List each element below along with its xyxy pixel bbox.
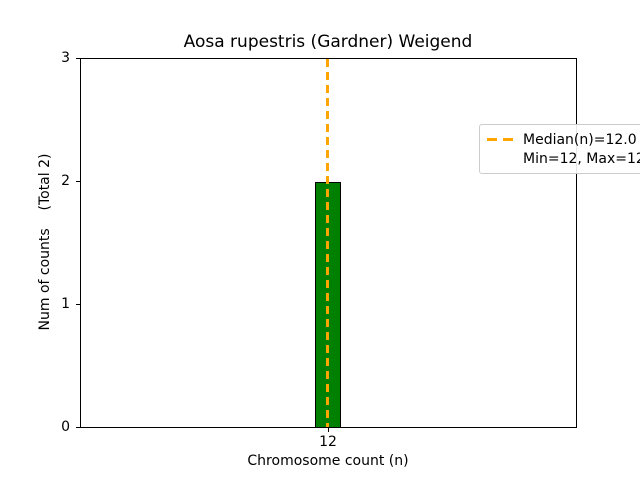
chart-title: Aosa rupestris (Gardner) Weigend <box>183 32 473 52</box>
ytick-label-1: 1 <box>61 296 70 312</box>
yaxis-label: Num of counts (Total 2) <box>37 153 53 331</box>
legend: Median(n)=12.0 Min=12, Max=12 <box>479 124 640 174</box>
ytick-label-0: 0 <box>61 419 70 435</box>
ytick-label-3: 3 <box>61 50 70 66</box>
ytick-mark-2 <box>76 181 80 182</box>
median-line-icon <box>487 138 514 141</box>
ytick-label-2: 2 <box>61 173 70 189</box>
ytick-mark-1 <box>76 304 80 305</box>
legend-label-median: Median(n)=12.0 <box>523 131 637 148</box>
legend-label-minmax: Min=12, Max=12 <box>523 150 640 167</box>
blank-marker <box>487 157 514 160</box>
xtick-label-12: 12 <box>319 434 337 450</box>
ytick-mark-0 <box>76 427 80 428</box>
median-dashed-line <box>326 59 329 427</box>
ytick-mark-3 <box>76 58 80 59</box>
legend-row-median: Median(n)=12.0 <box>487 130 640 149</box>
plot-area: Median(n)=12.0 Min=12, Max=12 <box>80 58 640 428</box>
legend-row-minmax: Min=12, Max=12 <box>487 149 640 168</box>
xtick-mark-12 <box>328 428 329 432</box>
xaxis-label: Chromosome count (n) <box>247 453 409 469</box>
